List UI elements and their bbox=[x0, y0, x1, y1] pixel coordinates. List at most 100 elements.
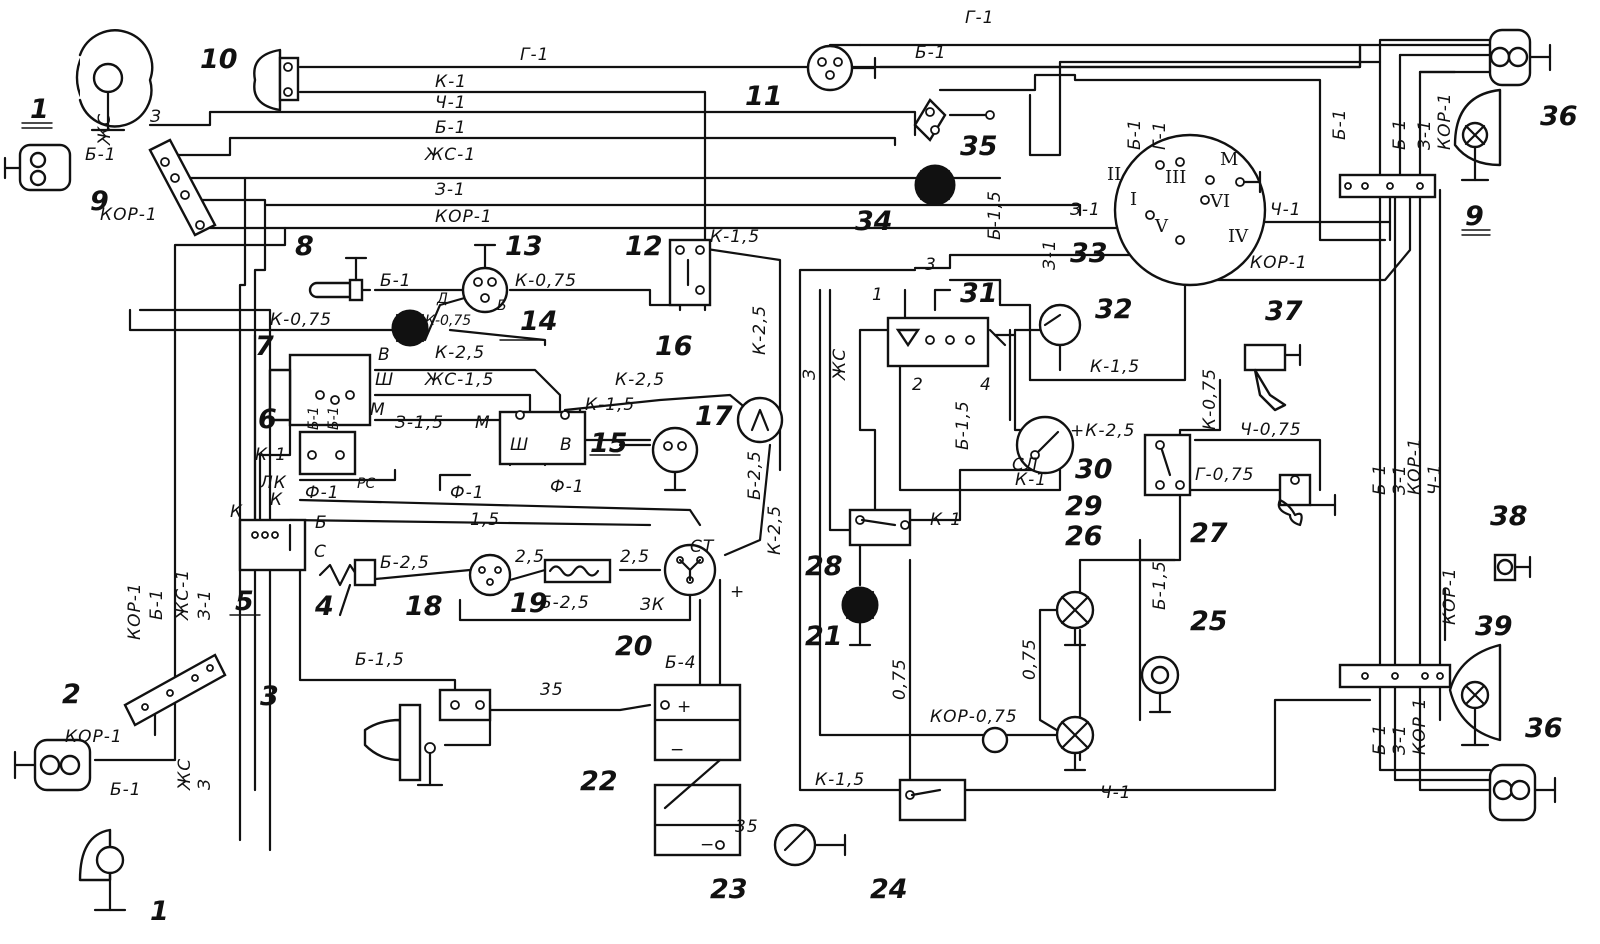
wire-label: 1 bbox=[872, 285, 884, 305]
component-number: 31 bbox=[960, 278, 998, 309]
wire-label: К-2,5 bbox=[765, 505, 785, 555]
wire-label: Б-1 bbox=[1330, 108, 1350, 140]
sidelight-36-icon bbox=[1488, 28, 1552, 87]
switch-26-icon bbox=[1143, 433, 1192, 497]
light-switch-33-icon bbox=[1113, 133, 1267, 287]
component-number: 13 bbox=[505, 231, 543, 262]
wire-label: К-1,5 bbox=[1090, 357, 1140, 377]
wire-label: ЖС bbox=[830, 348, 850, 381]
wire-label: Д bbox=[436, 291, 448, 307]
wire-label: З-1 bbox=[435, 180, 466, 200]
wire-label: З bbox=[800, 368, 820, 380]
wire-label: КОР-1 bbox=[1410, 697, 1430, 755]
indicator-lamp-21-icon bbox=[841, 586, 879, 647]
wire-label: В bbox=[378, 345, 391, 365]
rear-lamp-39-icon bbox=[1448, 643, 1502, 747]
component-number: 1 bbox=[150, 896, 169, 927]
wire-label: Б-1,5 bbox=[355, 650, 405, 670]
wire-label: Б-2,5 bbox=[380, 553, 430, 573]
wire-label: 3 bbox=[925, 255, 937, 275]
wire-label: Г-0,75 bbox=[1195, 465, 1254, 485]
component-number: 38 bbox=[1490, 501, 1528, 532]
wire-label: З-1 bbox=[1070, 200, 1101, 220]
component-number: 11 bbox=[745, 81, 783, 112]
sensor-13-icon bbox=[461, 243, 509, 314]
wire-label: 4 bbox=[980, 375, 992, 395]
wire-label: Б-1 bbox=[435, 118, 467, 138]
ground-stud-icon bbox=[981, 726, 1009, 754]
wire-label: КОР-1 bbox=[1440, 567, 1460, 625]
junction-block-left-icon bbox=[123, 653, 227, 727]
component-number: 36 bbox=[1525, 713, 1563, 744]
switch-position-label: II bbox=[1107, 164, 1121, 185]
wire-label: Б-1 bbox=[1390, 118, 1410, 150]
component-number: 9 bbox=[90, 186, 109, 217]
wire-label: Г-1 bbox=[965, 8, 994, 28]
wire-label: Б-1,5 bbox=[1150, 560, 1170, 610]
wire-label: Г-1 bbox=[520, 45, 549, 65]
component-number: 17 bbox=[695, 401, 733, 432]
switch-33-positions: II III M I VI V IV bbox=[1107, 149, 1249, 247]
wire-label: Б-1 bbox=[1370, 723, 1390, 755]
wire-label: Ч-1 bbox=[1270, 200, 1302, 220]
component-number: 32 bbox=[1095, 294, 1133, 325]
headlight-right-icon bbox=[1453, 88, 1502, 182]
wire-label: 35 bbox=[735, 817, 759, 837]
component-number: 10 bbox=[200, 44, 238, 75]
gauge-17-icon bbox=[651, 426, 699, 492]
wire-label: Ш bbox=[510, 435, 529, 455]
wire-label: З-1 bbox=[1040, 239, 1060, 270]
wire-label: Б-1 bbox=[110, 780, 142, 800]
wire-label: КОР-1 bbox=[435, 207, 493, 227]
component-number: 21 bbox=[805, 621, 843, 652]
plate-lamp-38-icon bbox=[1493, 553, 1532, 582]
wire-label: З bbox=[150, 107, 162, 127]
wire-label: СЛ bbox=[1012, 455, 1039, 475]
switch-position-label: III bbox=[1165, 167, 1186, 188]
wire-label: Ш bbox=[375, 370, 394, 390]
wire-label: + bbox=[730, 582, 745, 602]
junction-block-right-icon bbox=[1338, 173, 1437, 199]
component-number: 22 bbox=[580, 766, 618, 797]
switch-31-icon bbox=[886, 316, 1017, 368]
sidelight-2-icon bbox=[13, 738, 92, 792]
component-number: 7 bbox=[255, 331, 274, 362]
wire-label: К-2,5 bbox=[750, 305, 770, 355]
wire-label: ЖС-1 bbox=[173, 569, 193, 621]
wire-label: К-0,75 bbox=[515, 271, 577, 291]
wire-label: К-2,5 bbox=[615, 370, 665, 390]
component-number: 35 bbox=[960, 131, 998, 162]
wire-label: СТ bbox=[690, 537, 715, 557]
wire-label: 2,5 bbox=[515, 547, 545, 567]
wire-label: 2 bbox=[912, 375, 924, 395]
rear-lamp-36-icon bbox=[1488, 763, 1557, 822]
wire-label: З bbox=[195, 778, 215, 790]
fuse-16-icon bbox=[736, 396, 784, 444]
wire-label: Б-1 bbox=[147, 588, 167, 620]
horn-30-icon bbox=[1015, 415, 1075, 475]
wire-label: К-0,75 bbox=[270, 310, 332, 330]
wire-label: М bbox=[370, 400, 386, 420]
wire-label: З-1 bbox=[1390, 464, 1410, 495]
wire-label: К-1,5 bbox=[585, 395, 635, 415]
wire-label: З-1 bbox=[195, 589, 215, 620]
switch-35-icon bbox=[913, 98, 995, 142]
wire-label: К bbox=[230, 502, 243, 522]
ground-switch-23-icon bbox=[773, 823, 847, 867]
wire-label: Ф-1 bbox=[305, 483, 340, 503]
component-number: 12 bbox=[625, 231, 663, 262]
switch-24-icon bbox=[898, 778, 967, 822]
wire-label: ЛК bbox=[259, 473, 287, 493]
wire-label: К-2,5 bbox=[435, 343, 485, 363]
wire-label: 1,5 bbox=[470, 510, 500, 530]
component-number: 14 bbox=[520, 306, 558, 337]
switch-18-icon bbox=[468, 553, 512, 597]
component-number: 6 bbox=[258, 404, 277, 435]
lamp-10-icon bbox=[253, 48, 300, 112]
wire-label: З-1 bbox=[1390, 724, 1410, 755]
wire-label: − bbox=[670, 740, 685, 760]
component-number: 1 bbox=[30, 94, 49, 125]
wire-label: 2,5 bbox=[620, 547, 650, 567]
component-number: 20 bbox=[615, 631, 653, 662]
